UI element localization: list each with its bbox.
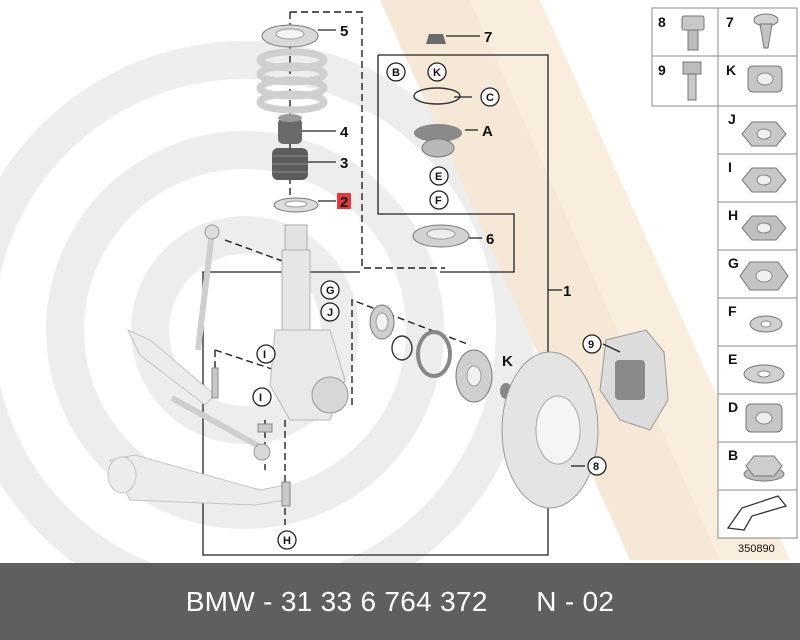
legend-label-8: 8 [658,14,666,30]
dust-boot [272,148,308,180]
tie-rod [170,395,271,461]
spring-seat-upper [261,24,319,48]
circle-callout-8: 8 [593,461,599,473]
circle-label-c: C [486,92,494,104]
hex-nut-icon [741,121,787,147]
lock-nut-icon [741,215,787,241]
legend-label-j: J [728,111,736,127]
shock-strut [281,224,311,331]
stabilizer-link [195,224,220,351]
legend-label-g: G [728,255,739,271]
washer-icon [743,364,785,384]
abs-ring [416,330,452,378]
footer-brand: BMW [185,585,256,617]
legend-label-f: F [728,303,737,319]
circlip-ring [413,87,461,105]
legend-label-i: I [728,159,732,175]
flange-nut-icon [741,167,787,193]
circle-label-g: G [326,285,335,297]
reference-number: 350890 [738,543,775,555]
flange-nut-icon [743,455,785,482]
top-mount [414,124,462,158]
parts-diagram: 5 4 3 2 7 6 1 B K C A E F G J I I H K 8 … [0,0,798,563]
circle-label-j: J [327,307,333,319]
footer-code: N - 02 [536,585,615,617]
collar-nut-icon [745,403,783,433]
circle-label-e: E [435,171,442,183]
control-arms [107,328,286,506]
callout-7: 7 [484,29,492,46]
fastener-legend: 8 7 9 K [651,7,798,555]
circle-labels [252,62,607,550]
callout-6: 6 [486,231,494,248]
circle-label-h: H [283,535,291,547]
callout-3: 3 [340,155,348,172]
top-nut [426,34,446,44]
wheel-hub [455,349,493,403]
callout-5: 5 [340,23,348,40]
footer-part-number: 31 33 6 764 372 [280,585,488,617]
brake-caliper [599,329,669,431]
callout-2-highlight [337,193,351,209]
bump-stop [278,114,302,144]
washer-icon [749,315,783,333]
group-frames [202,54,562,556]
spring-pad [273,197,319,213]
part-number-footer: BMW - 31 33 6 764 372 N - 02 [0,563,800,640]
legend-label-e: E [728,351,737,367]
legend-label-d: D [728,399,738,415]
legend-label-k: K [726,62,736,78]
callout-4: 4 [340,124,349,141]
hex-nut-icon [739,261,789,291]
circle-label-f: F [435,195,442,207]
legend-label-h: H [728,207,738,223]
circle-label-b: B [392,67,400,79]
steering-knuckle [269,329,349,421]
callout-lines [302,29,621,467]
footer-separator: - [263,585,273,617]
label-a: A [482,123,493,140]
arrow-icon [726,495,788,531]
legend-label-9: 9 [658,62,666,78]
callout-2: 2 [340,194,348,211]
knuckle-bolts [211,367,291,507]
circle-label-i-lower: I [259,392,262,404]
legend-label-7: 7 [726,14,734,30]
circle-label-i-upper: I [263,349,266,361]
wheel-bearing [369,304,395,340]
label-k-hub: K [502,353,513,370]
circle-label-k: K [433,67,441,79]
brake-disc [501,351,599,509]
circle-callout-9: 9 [588,339,594,351]
coil-spring [256,48,328,114]
collar-nut-icon [747,65,783,93]
push-clip-icon [753,13,779,49]
flange-bolt-icon [681,15,705,51]
hex-bolt-icon [682,61,702,101]
legend-label-b: B [728,447,738,463]
callout-1: 1 [563,283,571,300]
snap-ring [391,335,413,361]
spring-cup [412,224,470,248]
